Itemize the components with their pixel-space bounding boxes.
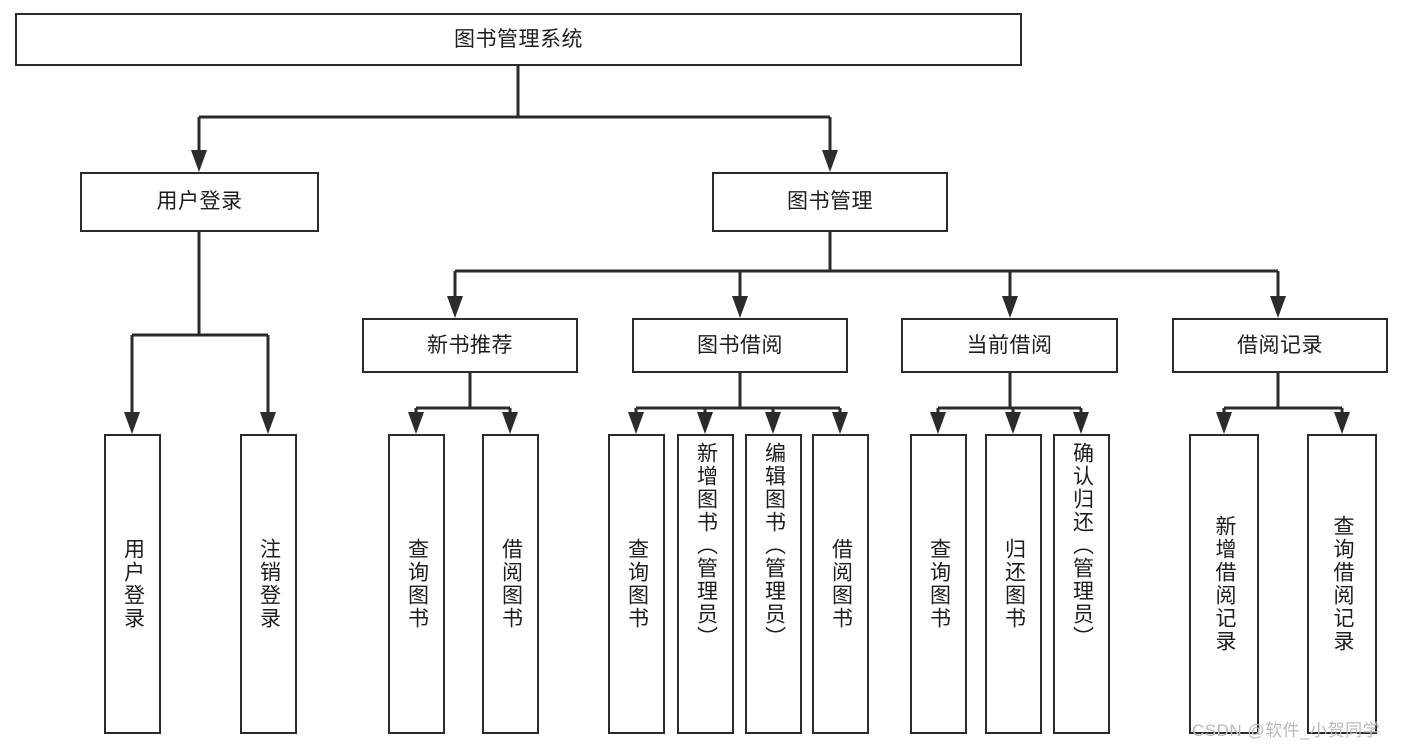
node-label: 借阅图书 — [499, 538, 523, 630]
node-label: 编辑图书（管理员） — [762, 442, 786, 649]
borrow-book-bus-arrowhead — [765, 412, 781, 434]
node-leaf-查询借阅记录[interactable]: 查询借阅记录 — [1307, 434, 1377, 734]
node-label: 新增借阅记录 — [1213, 515, 1237, 653]
node-label: 注销登录 — [257, 538, 281, 630]
node-leaf-借阅图书[interactable]: 借阅图书 — [482, 434, 539, 734]
node-leaf-查询图书[interactable]: 查询图书 — [608, 434, 665, 734]
current-bus-arrowhead — [930, 412, 946, 434]
book-mgmt-bus-arrowhead — [447, 296, 463, 318]
current-bus-arrowhead — [1005, 412, 1021, 434]
node-leaf-归还图书[interactable]: 归还图书 — [985, 434, 1042, 734]
node-label: 图书管理 — [787, 190, 873, 214]
node-label: 查询借阅记录 — [1331, 515, 1355, 653]
node-leaf-编辑图书管理员[interactable]: 编辑图书（管理员） — [745, 434, 802, 734]
node-label: 当前借阅 — [966, 333, 1053, 357]
book-mgmt-bus-arrowhead — [1270, 296, 1286, 318]
node-label: 确认归还（管理员） — [1070, 442, 1094, 649]
node-leaf-用户登录[interactable]: 用户登录 — [104, 434, 161, 734]
node-level1-用户登录[interactable]: 用户登录 — [80, 172, 319, 232]
node-label: 图书管理系统 — [454, 27, 583, 51]
node-level1-图书管理[interactable]: 图书管理 — [712, 172, 948, 232]
node-label: 新书推荐 — [427, 333, 513, 357]
borrow-book-bus-arrowhead — [697, 412, 713, 434]
borrow-book-bus-arrowhead — [628, 412, 644, 434]
node-label: 查询图书 — [927, 538, 951, 630]
current-bus-arrowhead — [1073, 412, 1089, 434]
node-leaf-查询图书[interactable]: 查询图书 — [388, 434, 445, 734]
book-mgmt-bus-arrowhead — [732, 296, 748, 318]
node-leaf-新增图书管理员[interactable]: 新增图书（管理员） — [677, 434, 734, 734]
new-book-bus-arrowhead — [408, 412, 424, 434]
watermark: CSDN @软件_小贺同学 — [1192, 721, 1381, 740]
node-level2-图书借阅[interactable]: 图书借阅 — [632, 318, 848, 373]
node-label: 用户登录 — [121, 538, 145, 630]
node-root-图书管理系统[interactable]: 图书管理系统 — [15, 13, 1022, 66]
borrow-book-bus-arrowhead — [832, 412, 848, 434]
node-label: 图书借阅 — [697, 333, 783, 357]
node-leaf-新增借阅记录[interactable]: 新增借阅记录 — [1189, 434, 1259, 734]
node-label: 归还图书 — [1002, 538, 1026, 630]
user-login-bus-arrowhead — [124, 412, 140, 434]
node-level2-当前借阅[interactable]: 当前借阅 — [901, 318, 1118, 373]
record-bus-arrowhead — [1216, 412, 1232, 434]
node-leaf-注销登录[interactable]: 注销登录 — [240, 434, 297, 734]
node-label: 用户登录 — [156, 190, 243, 214]
node-label: 查询图书 — [625, 538, 649, 630]
new-book-bus-arrowhead — [502, 412, 518, 434]
root-bus-arrowhead — [191, 150, 207, 172]
node-label: 借阅记录 — [1237, 333, 1323, 357]
root-bus-arrowhead — [822, 150, 838, 172]
node-label: 查询图书 — [405, 538, 429, 630]
record-bus-arrowhead — [1334, 412, 1350, 434]
book-mgmt-bus-arrowhead — [1002, 296, 1018, 318]
node-level2-借阅记录[interactable]: 借阅记录 — [1172, 318, 1388, 373]
node-label: 新增图书（管理员） — [694, 442, 718, 649]
node-leaf-借阅图书[interactable]: 借阅图书 — [812, 434, 869, 734]
node-label: 借阅图书 — [829, 538, 853, 630]
node-leaf-确认归还管理员[interactable]: 确认归还（管理员） — [1053, 434, 1110, 734]
node-level2-新书推荐[interactable]: 新书推荐 — [362, 318, 578, 373]
node-leaf-查询图书[interactable]: 查询图书 — [910, 434, 967, 734]
user-login-bus-arrowhead — [260, 412, 276, 434]
